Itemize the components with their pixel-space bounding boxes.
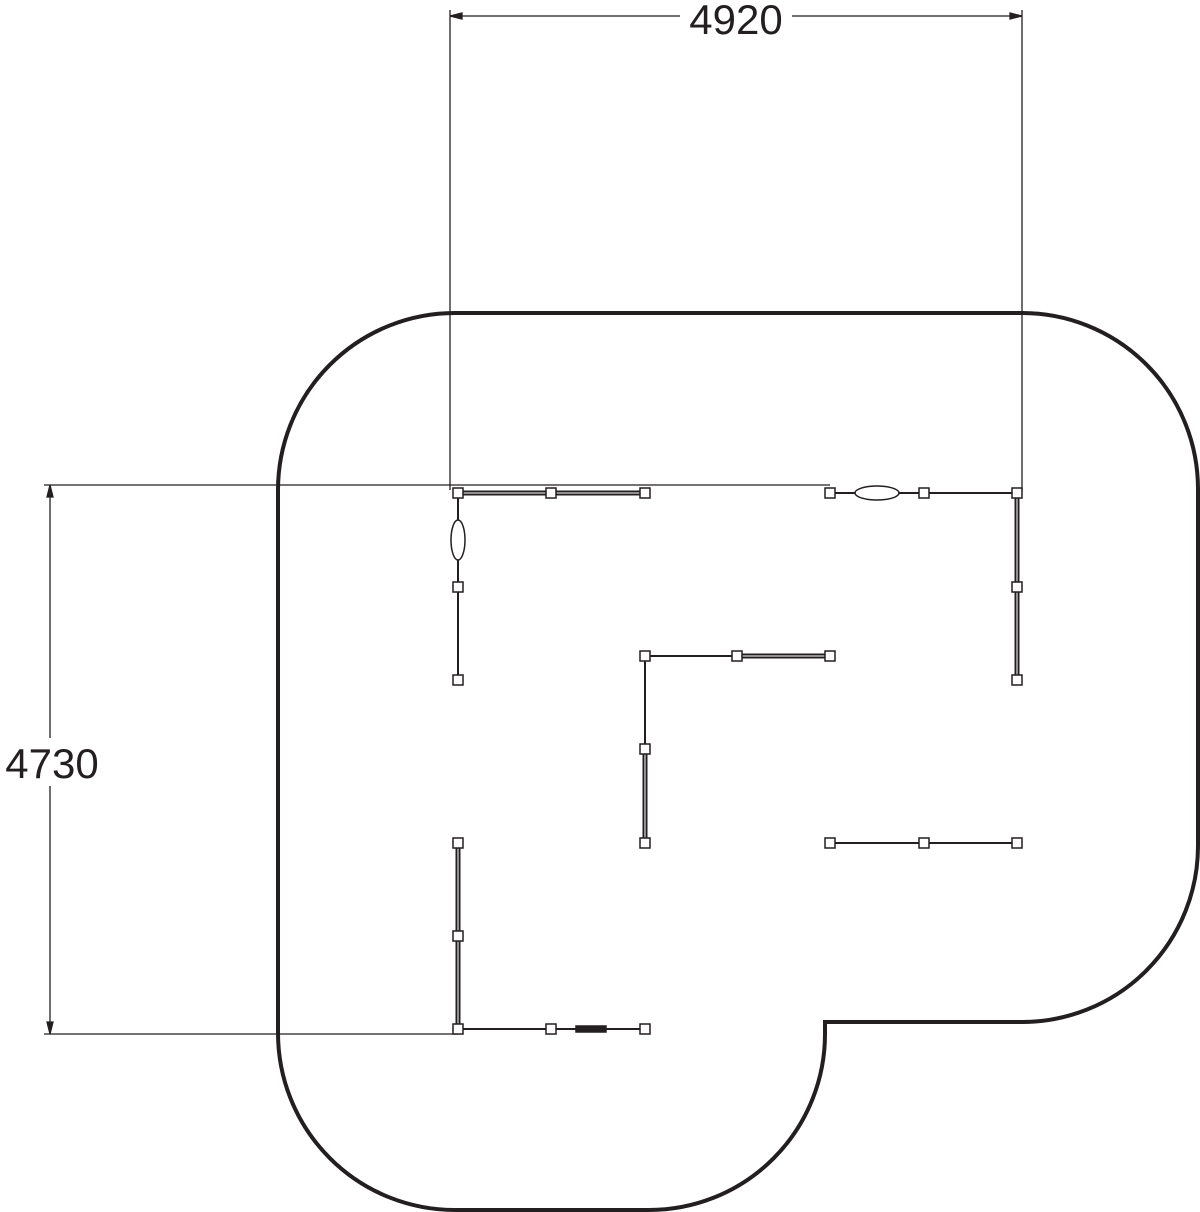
post	[824, 487, 836, 499]
post	[452, 837, 464, 849]
post	[918, 837, 930, 849]
width-dimension-label: 4920	[689, 0, 782, 43]
post	[639, 1023, 651, 1035]
depth-dimension-label: 4730	[5, 740, 98, 787]
depth-dimension	[44, 484, 830, 1035]
width-dimension	[449, 10, 1023, 490]
post	[824, 650, 836, 662]
post	[639, 650, 651, 662]
post	[545, 487, 557, 499]
post	[452, 674, 464, 686]
porthole-element-left	[450, 519, 466, 561]
post	[639, 487, 651, 499]
post	[452, 1023, 464, 1035]
post	[452, 930, 464, 942]
post	[639, 837, 651, 849]
maze-panels	[455, 490, 1020, 1030]
grip-element-bottom	[575, 1025, 607, 1033]
posts	[452, 487, 1023, 1035]
post	[918, 487, 930, 499]
safety-zone-outline	[276, 311, 1200, 1212]
post	[1011, 487, 1023, 499]
post	[1011, 837, 1023, 849]
post	[824, 837, 836, 849]
post	[731, 650, 743, 662]
post	[1011, 674, 1023, 686]
post	[545, 1023, 557, 1035]
porthole-element-top	[854, 485, 900, 501]
post	[452, 487, 464, 499]
post	[1011, 581, 1023, 593]
post	[452, 581, 464, 593]
post	[639, 743, 651, 755]
